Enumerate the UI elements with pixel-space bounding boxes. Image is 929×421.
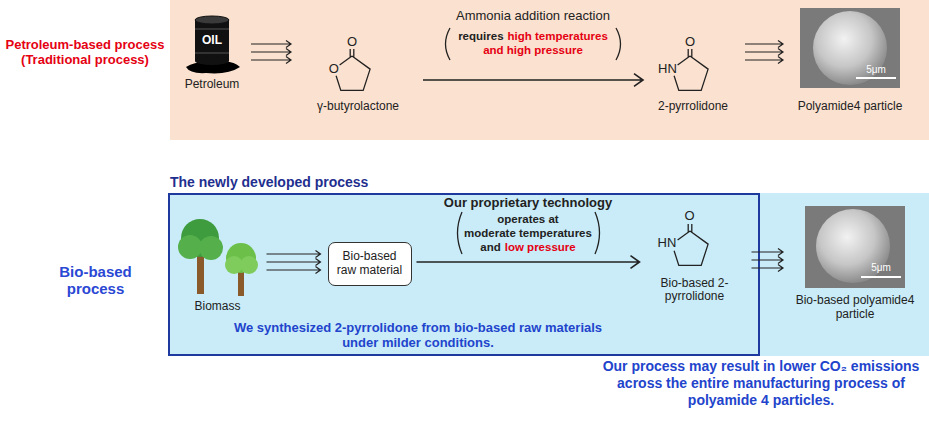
condition-text: requires xyxy=(458,30,503,44)
step-caption: 2-pyrrolidone xyxy=(648,100,738,114)
condition-group: requires high temperaturesand high pressu… xyxy=(443,30,623,58)
box-note: We synthesized 2-pyrrolidone from bio-ba… xyxy=(228,321,608,351)
process-step: O HN Bio-based 2-pyrrolidone xyxy=(645,205,745,310)
step-caption: Bio-based 2-pyrrolidone xyxy=(645,277,745,305)
process-step: Biomass xyxy=(176,215,260,320)
process-group: The newly developed processWe synthesize… xyxy=(168,193,760,356)
scale-label: 5μm xyxy=(856,64,896,76)
atom-label: O xyxy=(326,62,342,77)
step-caption: Polyamide4 particle xyxy=(790,100,910,114)
band-heading: Petroleum-based process (Traditional pro… xyxy=(2,38,168,68)
band-heading: Bio-based process xyxy=(33,263,158,298)
process-box: Bio-based raw material xyxy=(328,242,412,286)
condition-text: and xyxy=(480,241,500,255)
step-caption: Bio-based polyamide4 particle xyxy=(790,294,920,322)
condition-text: moderate temperatures xyxy=(453,227,603,241)
process-step: O HN 2-pyrrolidone xyxy=(648,32,738,116)
process-step: 5μmBio-based polyamide4 particle xyxy=(790,203,920,343)
condition-group: operates atmoderate temperaturesand low p… xyxy=(453,213,603,254)
atom-label: O xyxy=(682,209,698,224)
atom-label: HN xyxy=(653,62,677,77)
box-label: Bio-based raw material xyxy=(332,250,408,278)
step-caption: Petroleum xyxy=(172,78,252,92)
condition-text: and high pressure xyxy=(443,44,623,58)
process-step: OILPetroleum xyxy=(180,12,244,98)
atom-label: HN xyxy=(652,236,676,251)
step-caption: γ-butyrolactone xyxy=(298,100,418,114)
box-heading: The newly developed process xyxy=(170,174,490,190)
scale-label: 5μm xyxy=(861,262,901,274)
step-caption: Biomass xyxy=(176,300,260,314)
barrel-label: OIL xyxy=(192,34,232,48)
summary-note: Our process may result in lower CO₂ emis… xyxy=(600,358,922,408)
process-step: 5μmPolyamide4 particle xyxy=(790,6,910,118)
condition-text: low pressure xyxy=(505,241,576,255)
condition-text: operates at xyxy=(453,213,603,227)
atom-label: O xyxy=(682,35,698,50)
process-step: OOγ-butyrolactone xyxy=(298,32,418,116)
condition-text: high temperatures xyxy=(508,30,608,44)
atom-label: O xyxy=(344,35,360,50)
reaction-label: Our proprietary technology xyxy=(418,196,638,211)
reaction-label: Ammonia addition reaction xyxy=(423,9,643,24)
